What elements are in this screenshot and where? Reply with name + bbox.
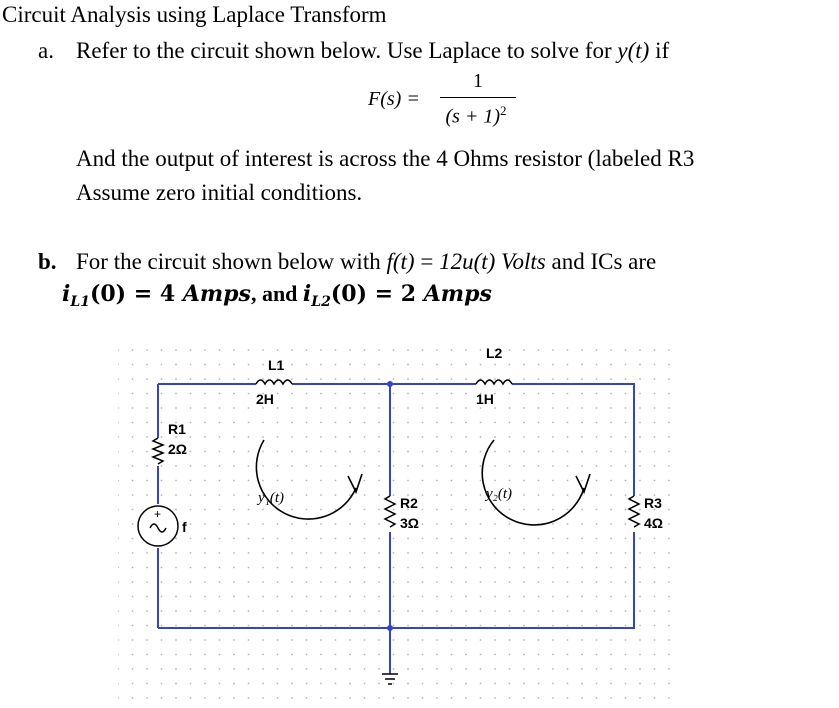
L1-name: L1 (268, 357, 285, 373)
equation-denominator: (s + 1)2 (436, 103, 516, 129)
mesh1-label: y₁(t) (256, 490, 284, 506)
ac-wave-icon (149, 523, 167, 533)
equation-denominator-base: (s + 1) (445, 105, 501, 128)
ic1-value: (0) = 4 (89, 281, 183, 307)
ground-icon (382, 673, 398, 685)
ic1-symbol: i (62, 281, 71, 307)
part-b-line1-val: 12u(t) Volts (439, 249, 546, 274)
L1-value: 2H (256, 391, 274, 407)
part-b-line1-post: and ICs are (545, 249, 657, 274)
equation-numerator: 1 (473, 70, 483, 92)
mesh2-arrow (481, 439, 585, 526)
ic2-value: (0) = 2 (330, 281, 424, 307)
junction-top (387, 381, 393, 387)
equation-lhs: F(s) = (368, 88, 420, 110)
resistor-R3 (627, 495, 641, 528)
part-b-line1: For the circuit shown below with f(t) = … (76, 249, 656, 275)
mesh1-arrowhead (347, 473, 363, 495)
part-b-line1-pre: For the circuit shown below with (76, 249, 387, 274)
page-title: Circuit Analysis using Laplace Transform (2, 2, 387, 27)
R2-value: 3Ω (400, 515, 419, 531)
part-a-line1: Refer to the circuit shown below. Use La… (76, 38, 669, 64)
R2-name: R2 (400, 495, 418, 511)
ic2-subscript: L2 (311, 294, 331, 310)
inductor-L2 (475, 379, 513, 386)
R3-value: 4Ω (644, 515, 663, 531)
L2-name: L2 (486, 345, 503, 361)
part-a-line2: And the output of interest is across the… (76, 146, 695, 171)
part-a-line1-pre: Refer to the circuit shown below. Use La… (76, 38, 618, 63)
part-a-line3: Assume zero initial conditions. (76, 180, 363, 205)
source-plus: + (154, 507, 161, 521)
L2-value: 1H (476, 391, 494, 407)
dot-grid-background (118, 346, 678, 702)
equation-exponent: 2 (500, 103, 507, 118)
wire-right-bottom (158, 532, 635, 629)
R1-name: R1 (168, 421, 186, 437)
ic1-unit: Amps (182, 281, 251, 307)
source-label: f (182, 519, 187, 535)
wire-top-right (512, 383, 635, 496)
mesh2-label: y₂(t) (484, 486, 512, 502)
part-a-line1-var: y(t) (617, 38, 650, 63)
R1-value: 2Ω (168, 441, 187, 457)
junction-bottom (387, 625, 393, 631)
ic2-unit: Amps (423, 281, 492, 307)
circuit-wires (157, 383, 635, 674)
resistor-R1 (150, 437, 166, 465)
fraction-bar (440, 97, 516, 98)
ic2-symbol: i (302, 281, 312, 307)
mesh1-arrow (255, 439, 357, 520)
part-b-line1-eq: = (414, 249, 440, 274)
ic-and: , and (250, 281, 303, 306)
voltage-source (137, 505, 179, 547)
part-b-marker: b. (38, 249, 57, 274)
part-a-line1-post: if (649, 38, 670, 63)
ic1-subscript: L1 (70, 294, 90, 310)
inductor-L1 (255, 379, 293, 386)
initial-conditions: iL1(0) = 4 Amps, and iL2(0) = 2 Amps (62, 281, 492, 315)
mesh2-arrowhead (575, 473, 591, 495)
R3-name: R3 (644, 495, 662, 511)
part-a-marker: a. (38, 38, 54, 63)
part-b-line1-f: f(t) (386, 249, 415, 274)
resistor-R2 (383, 495, 397, 528)
